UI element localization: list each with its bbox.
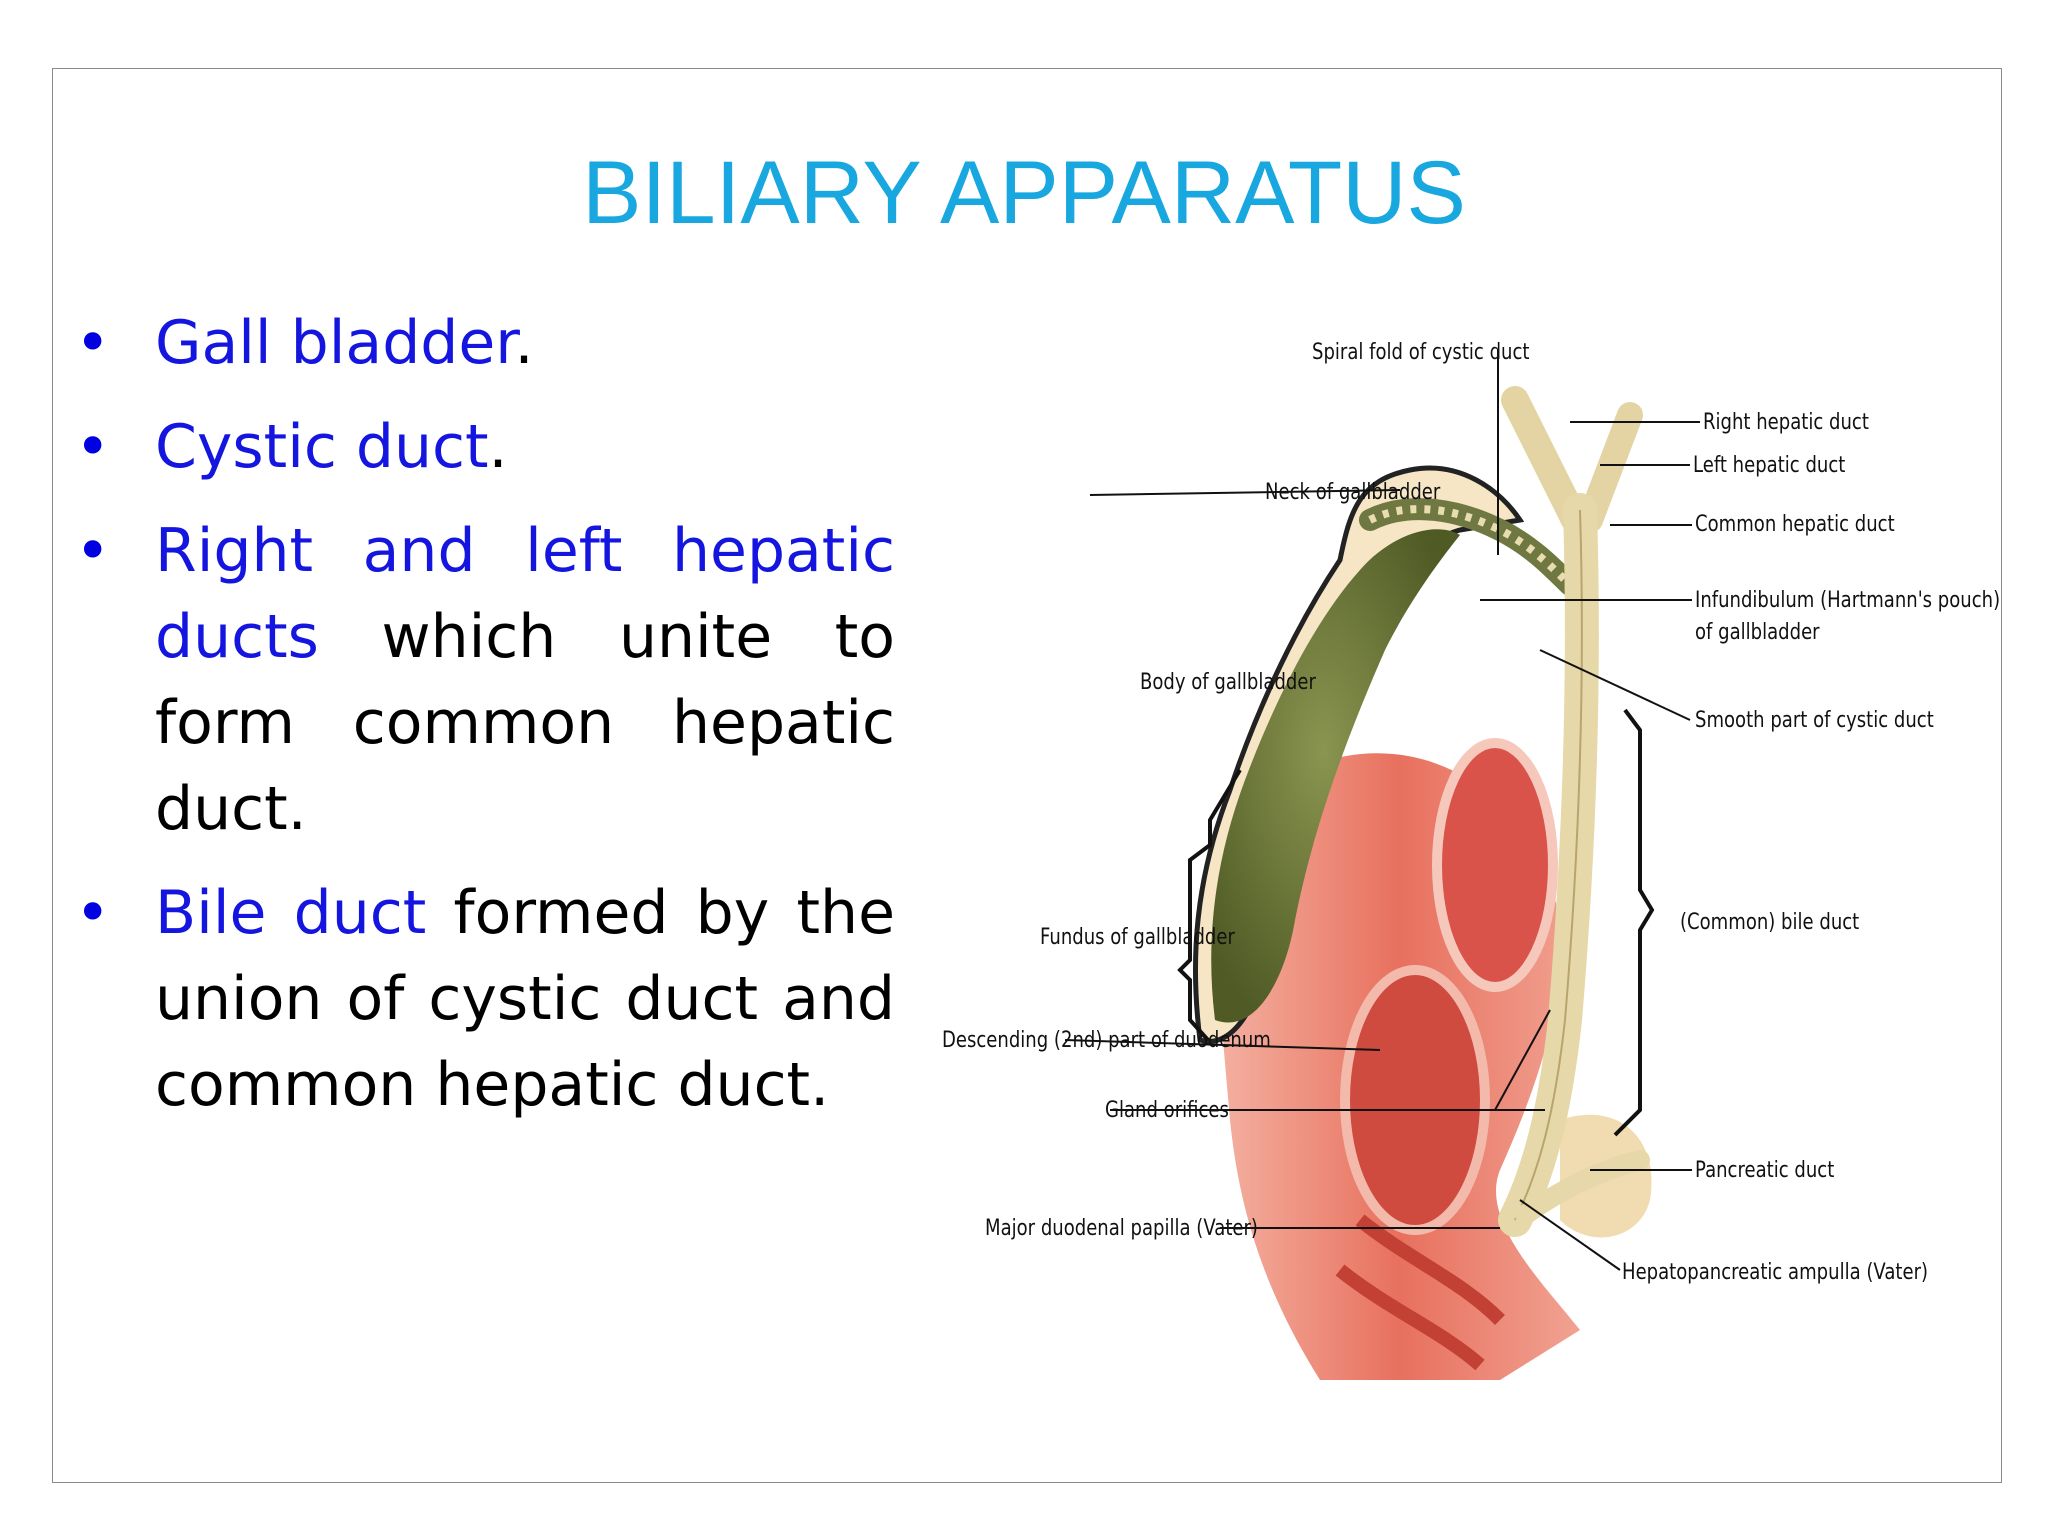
right-hepatic-duct <box>1501 386 1589 534</box>
slide-title: BILIARY APPARATUS <box>582 142 1466 242</box>
bullet-item: • Gall bladder. <box>75 300 895 386</box>
label-fundus: Fundus of gallbladder <box>1040 925 1235 950</box>
label-papilla: Major duodenal papilla (Vater) <box>985 1216 1258 1241</box>
duodenum-lumen-lower <box>1340 965 1490 1235</box>
label-neck: Neck of gallbladder <box>1265 480 1441 505</box>
gallbladder <box>1211 529 1460 1023</box>
bullet-highlight: Gall bladder <box>155 308 515 378</box>
label-ampulla: Hepatopancreatic ampulla (Vater) <box>1622 1260 1929 1285</box>
bullet-text: . <box>488 412 508 482</box>
label-infundibulum: Infundibulum (Hartmann's pouch) <box>1695 588 2001 613</box>
bullet-item: • Cystic duct. <box>75 404 895 490</box>
bullet-marker: • <box>75 878 111 948</box>
label-bile-duct: (Common) bile duct <box>1680 910 1860 935</box>
label-body: Body of gallbladder <box>1140 670 1316 695</box>
label-smooth-cystic: Smooth part of cystic duct <box>1695 708 1934 733</box>
bullet-list: • Gall bladder. • Cystic duct. • Right and … <box>75 300 895 1146</box>
label-pancreatic-duct: Pancreatic duct <box>1695 1158 1835 1183</box>
bullet-item: • Bile duct formed by the union of cystic… <box>75 870 895 1128</box>
biliary-diagram: Spiral fold of cystic duct Right hepatic… <box>940 320 2000 1380</box>
bracket-bile-duct <box>1613 708 1655 1137</box>
cystic-duct <box>1359 498 1581 596</box>
bullet-highlight: Bile duct <box>155 878 427 948</box>
bracket-fundus <box>1177 768 1242 1042</box>
label-common-hepatic-duct: Common hepatic duct <box>1695 512 1895 537</box>
label-left-hepatic-duct: Left hepatic duct <box>1693 453 1846 478</box>
left-hepatic-duct <box>1577 402 1643 533</box>
label-gland-orifices: Gland orifices <box>1105 1098 1229 1123</box>
bullet-item: • Right and left hepatic ducts which unit… <box>75 508 895 852</box>
bullet-highlight: Right and left hepatic ducts <box>155 516 895 672</box>
bullet-text: . <box>514 308 534 378</box>
slide-frame <box>52 68 2002 1483</box>
label-right-hepatic-duct: Right hepatic duct <box>1703 410 1869 435</box>
bullet-text: formed by the union of cystic duct and c… <box>155 878 895 1120</box>
label-descending: Descending (2nd) part of duodenum <box>942 1028 1271 1053</box>
label-spiral-fold: Spiral fold of cystic duct <box>1312 340 1530 365</box>
anatomy-illustration <box>1064 350 1700 1380</box>
bullet-text: which unite to form common hepatic duct. <box>155 602 895 844</box>
label-infundibulum-2: of gallbladder <box>1695 620 1820 645</box>
pancreatic-duct <box>1515 1150 1650 1225</box>
bullet-marker: • <box>75 516 111 586</box>
bullet-highlight: Cystic duct <box>155 412 489 482</box>
duodenum-lumen-upper <box>1432 738 1558 992</box>
bullet-marker: • <box>75 308 111 378</box>
bullet-marker: • <box>75 412 111 482</box>
